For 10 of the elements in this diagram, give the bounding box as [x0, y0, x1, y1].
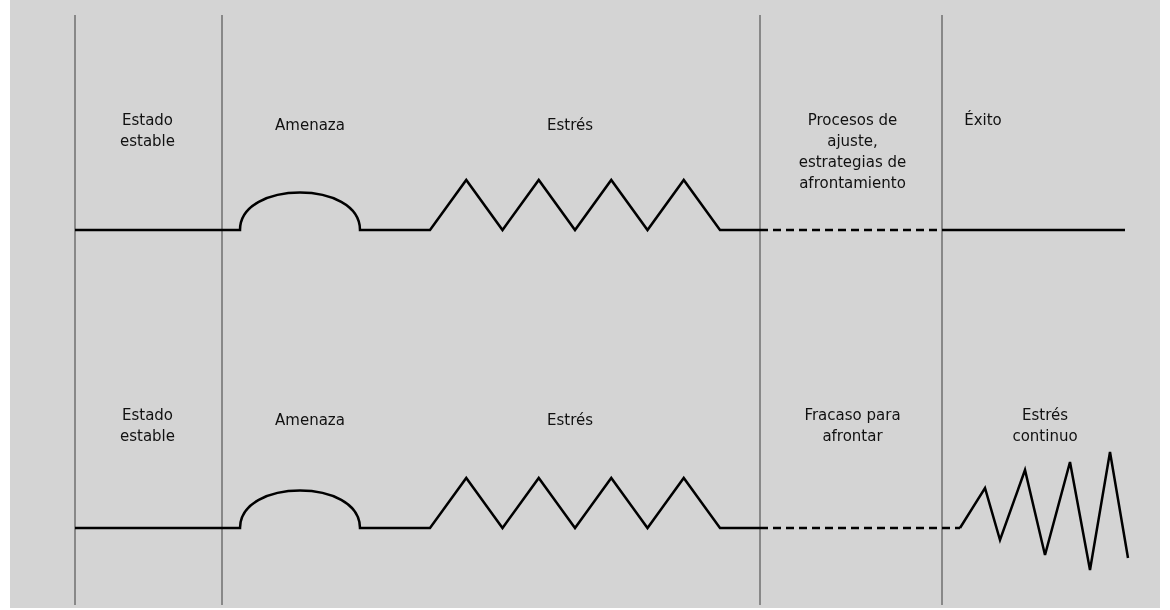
- stage-label: Procesos de ajuste, estrategias de afrontamiento: [797, 110, 908, 194]
- stage-label: Amenaza: [274, 410, 346, 431]
- stage-label: Estrés: [545, 115, 595, 136]
- stage-label: Estrés: [545, 410, 595, 431]
- stage-label: Éxito: [963, 110, 1003, 131]
- stage-label: Estrés continuo: [1011, 405, 1079, 447]
- stage-label: Estado estable: [118, 405, 176, 447]
- stage-label: Amenaza: [274, 115, 346, 136]
- stage-label: Estado estable: [118, 110, 176, 152]
- stage-label: Fracaso para afrontar: [803, 405, 902, 447]
